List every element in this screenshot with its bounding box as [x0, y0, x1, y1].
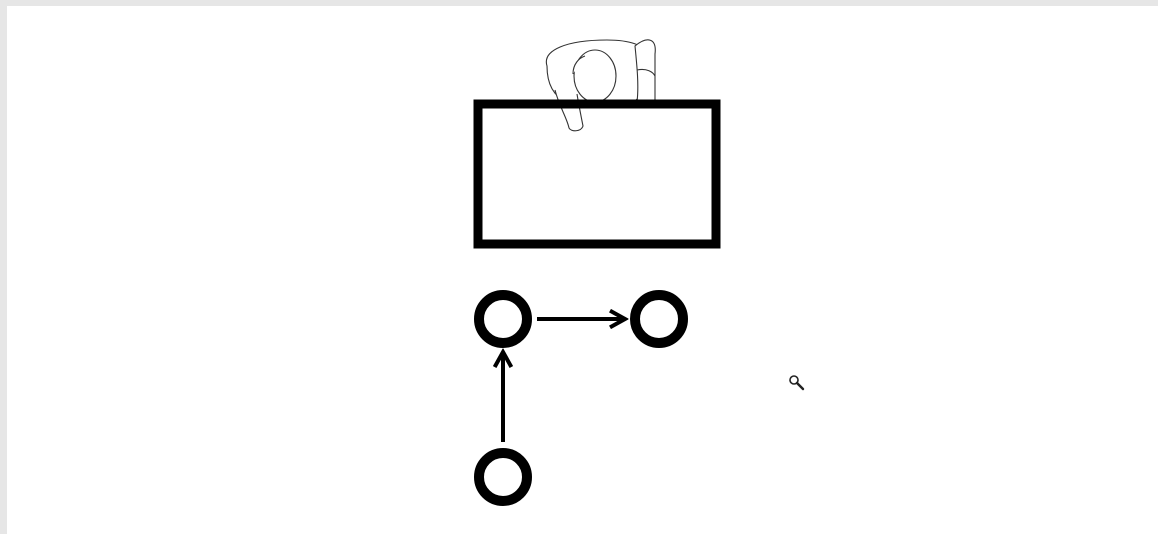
magnifier-zoom-icon[interactable] [789, 375, 805, 391]
node-start-circle [474, 448, 532, 506]
table-rectangle [473, 99, 721, 249]
diagram-canvas [473, 39, 805, 506]
image-viewer [7, 6, 1158, 534]
person-figure-icon [545, 39, 656, 132]
node-corner-circle [474, 290, 532, 348]
node-end-circle [630, 290, 688, 348]
